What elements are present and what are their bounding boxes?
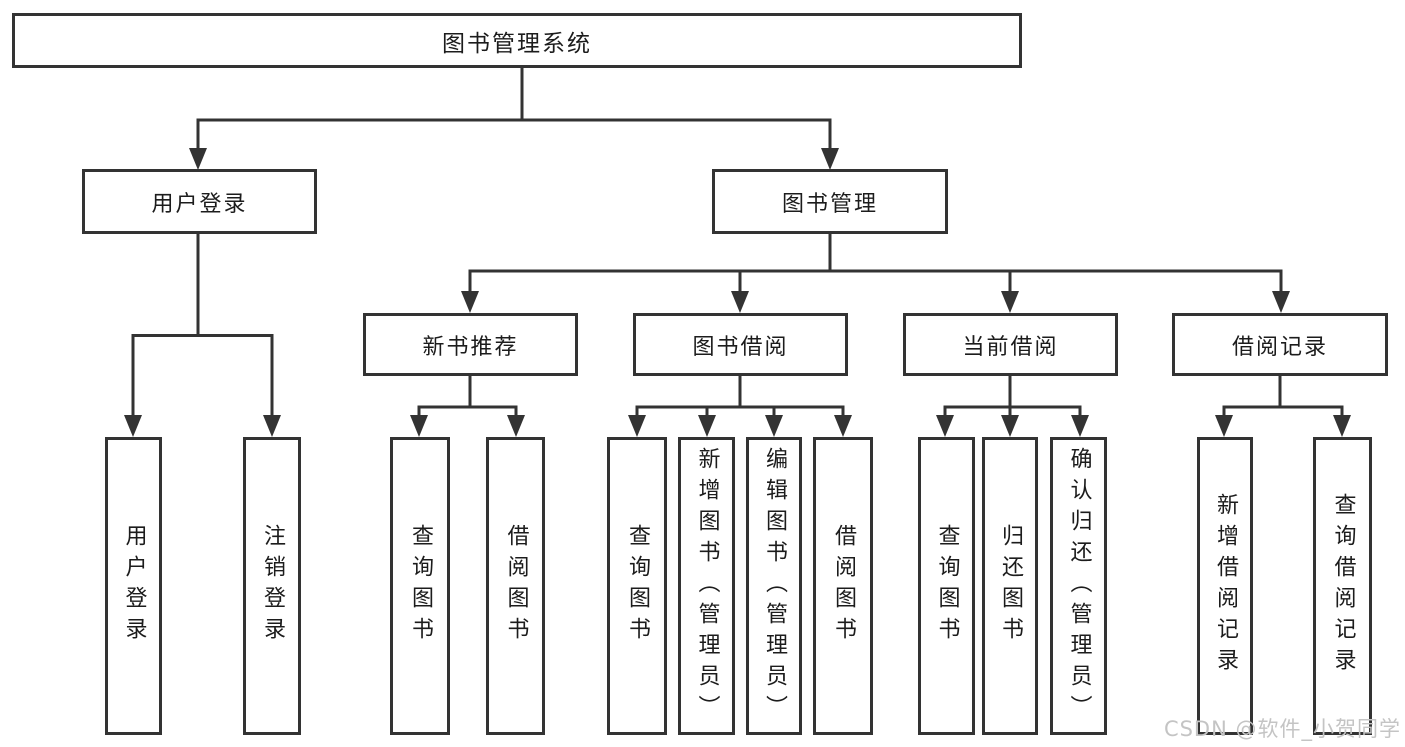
arrow-down-icon (263, 415, 281, 437)
leaf-borrow-borrow-books-label: 借阅图书 (831, 524, 856, 648)
arrow-down-icon (936, 415, 954, 437)
connector-root-branch (196, 67, 832, 151)
node-user-login-label: 用户登录 (151, 191, 248, 217)
leaf-current-query-books: 查询图书 (918, 437, 975, 735)
leaf-borrow-add-books-admin-label: 新增图书（管理员） (694, 446, 720, 726)
connector-management-branch (468, 234, 1283, 294)
leaf-records-query-record-label: 查询借阅记录 (1330, 493, 1356, 679)
leaf-logout-label: 注销登录 (260, 524, 285, 648)
node-current-borrow-label: 当前借阅 (962, 334, 1059, 360)
arrow-down-icon (1001, 415, 1019, 437)
node-user-login: 用户登录 (82, 169, 317, 234)
arrow-down-icon (834, 415, 852, 437)
leaf-recommend-borrow-books-label: 借阅图书 (503, 524, 529, 648)
leaf-current-confirm-return-admin-label: 确认归还（管理员） (1066, 446, 1092, 726)
csdn-watermark: CSDN @软件_小贺同学 (1163, 717, 1401, 741)
arrow-down-icon (698, 415, 716, 437)
leaf-borrow-edit-books-admin: 编辑图书（管理员） (746, 437, 802, 735)
leaf-current-query-books-label: 查询图书 (934, 524, 960, 648)
leaf-borrow-add-books-admin: 新增图书（管理员） (678, 437, 735, 735)
leaf-borrow-query-books-label: 查询图书 (625, 524, 650, 648)
node-book-management-label: 图书管理 (781, 191, 878, 217)
arrow-down-icon (1333, 415, 1351, 437)
node-borrow-records-label: 借阅记录 (1231, 334, 1328, 360)
leaf-user-login: 用户登录 (105, 437, 162, 735)
leaf-records-add-record-label: 新增借阅记录 (1213, 493, 1238, 679)
arrow-down-icon (461, 291, 479, 313)
leaf-logout: 注销登录 (243, 437, 301, 735)
node-root-label: 图书管理系统 (442, 30, 592, 57)
node-book-borrow-label: 图书借阅 (692, 334, 789, 360)
connector-current-branch (943, 375, 1082, 420)
leaf-records-query-record: 查询借阅记录 (1313, 437, 1372, 735)
connector-login-branch (131, 234, 274, 418)
leaf-current-return-books: 归还图书 (982, 437, 1038, 735)
arrow-down-icon (1001, 291, 1019, 313)
arrow-down-icon (821, 148, 839, 170)
leaf-current-confirm-return-admin: 确认归还（管理员） (1050, 437, 1107, 735)
leaf-recommend-query-books: 查询图书 (390, 437, 450, 735)
leaf-borrow-edit-books-admin-label: 编辑图书（管理员） (762, 446, 787, 726)
arrow-down-icon (731, 291, 749, 313)
arrow-down-icon (124, 415, 142, 437)
arrow-down-icon (1272, 291, 1290, 313)
arrow-down-icon (410, 415, 428, 437)
leaf-borrow-query-books: 查询图书 (607, 437, 667, 735)
arrow-down-icon (189, 148, 207, 170)
arrow-down-icon (765, 415, 783, 437)
node-new-book-recommend-label: 新书推荐 (422, 334, 519, 360)
node-borrow-records: 借阅记录 (1172, 313, 1388, 376)
node-book-borrow: 图书借阅 (633, 313, 848, 376)
leaf-records-add-record: 新增借阅记录 (1197, 437, 1253, 735)
leaf-current-return-books-label: 归还图书 (998, 524, 1023, 648)
arrowhead-icons (124, 148, 1351, 437)
arrow-down-icon (628, 415, 646, 437)
node-current-borrow: 当前借阅 (903, 313, 1118, 376)
leaf-borrow-borrow-books: 借阅图书 (813, 437, 873, 735)
connector-recommend-branch (417, 375, 518, 420)
arrow-down-icon (1215, 415, 1233, 437)
leaf-recommend-borrow-books: 借阅图书 (486, 437, 545, 735)
connector-records-branch (1222, 375, 1344, 420)
node-book-management: 图书管理 (712, 169, 948, 234)
node-new-book-recommend: 新书推荐 (363, 313, 578, 376)
arrow-down-icon (507, 415, 525, 437)
leaf-user-login-label: 用户登录 (121, 524, 147, 648)
leaf-recommend-query-books-label: 查询图书 (408, 524, 433, 648)
node-root: 图书管理系统 (12, 13, 1022, 68)
connector-borrow-branch (635, 375, 845, 420)
arrow-down-icon (1071, 415, 1089, 437)
